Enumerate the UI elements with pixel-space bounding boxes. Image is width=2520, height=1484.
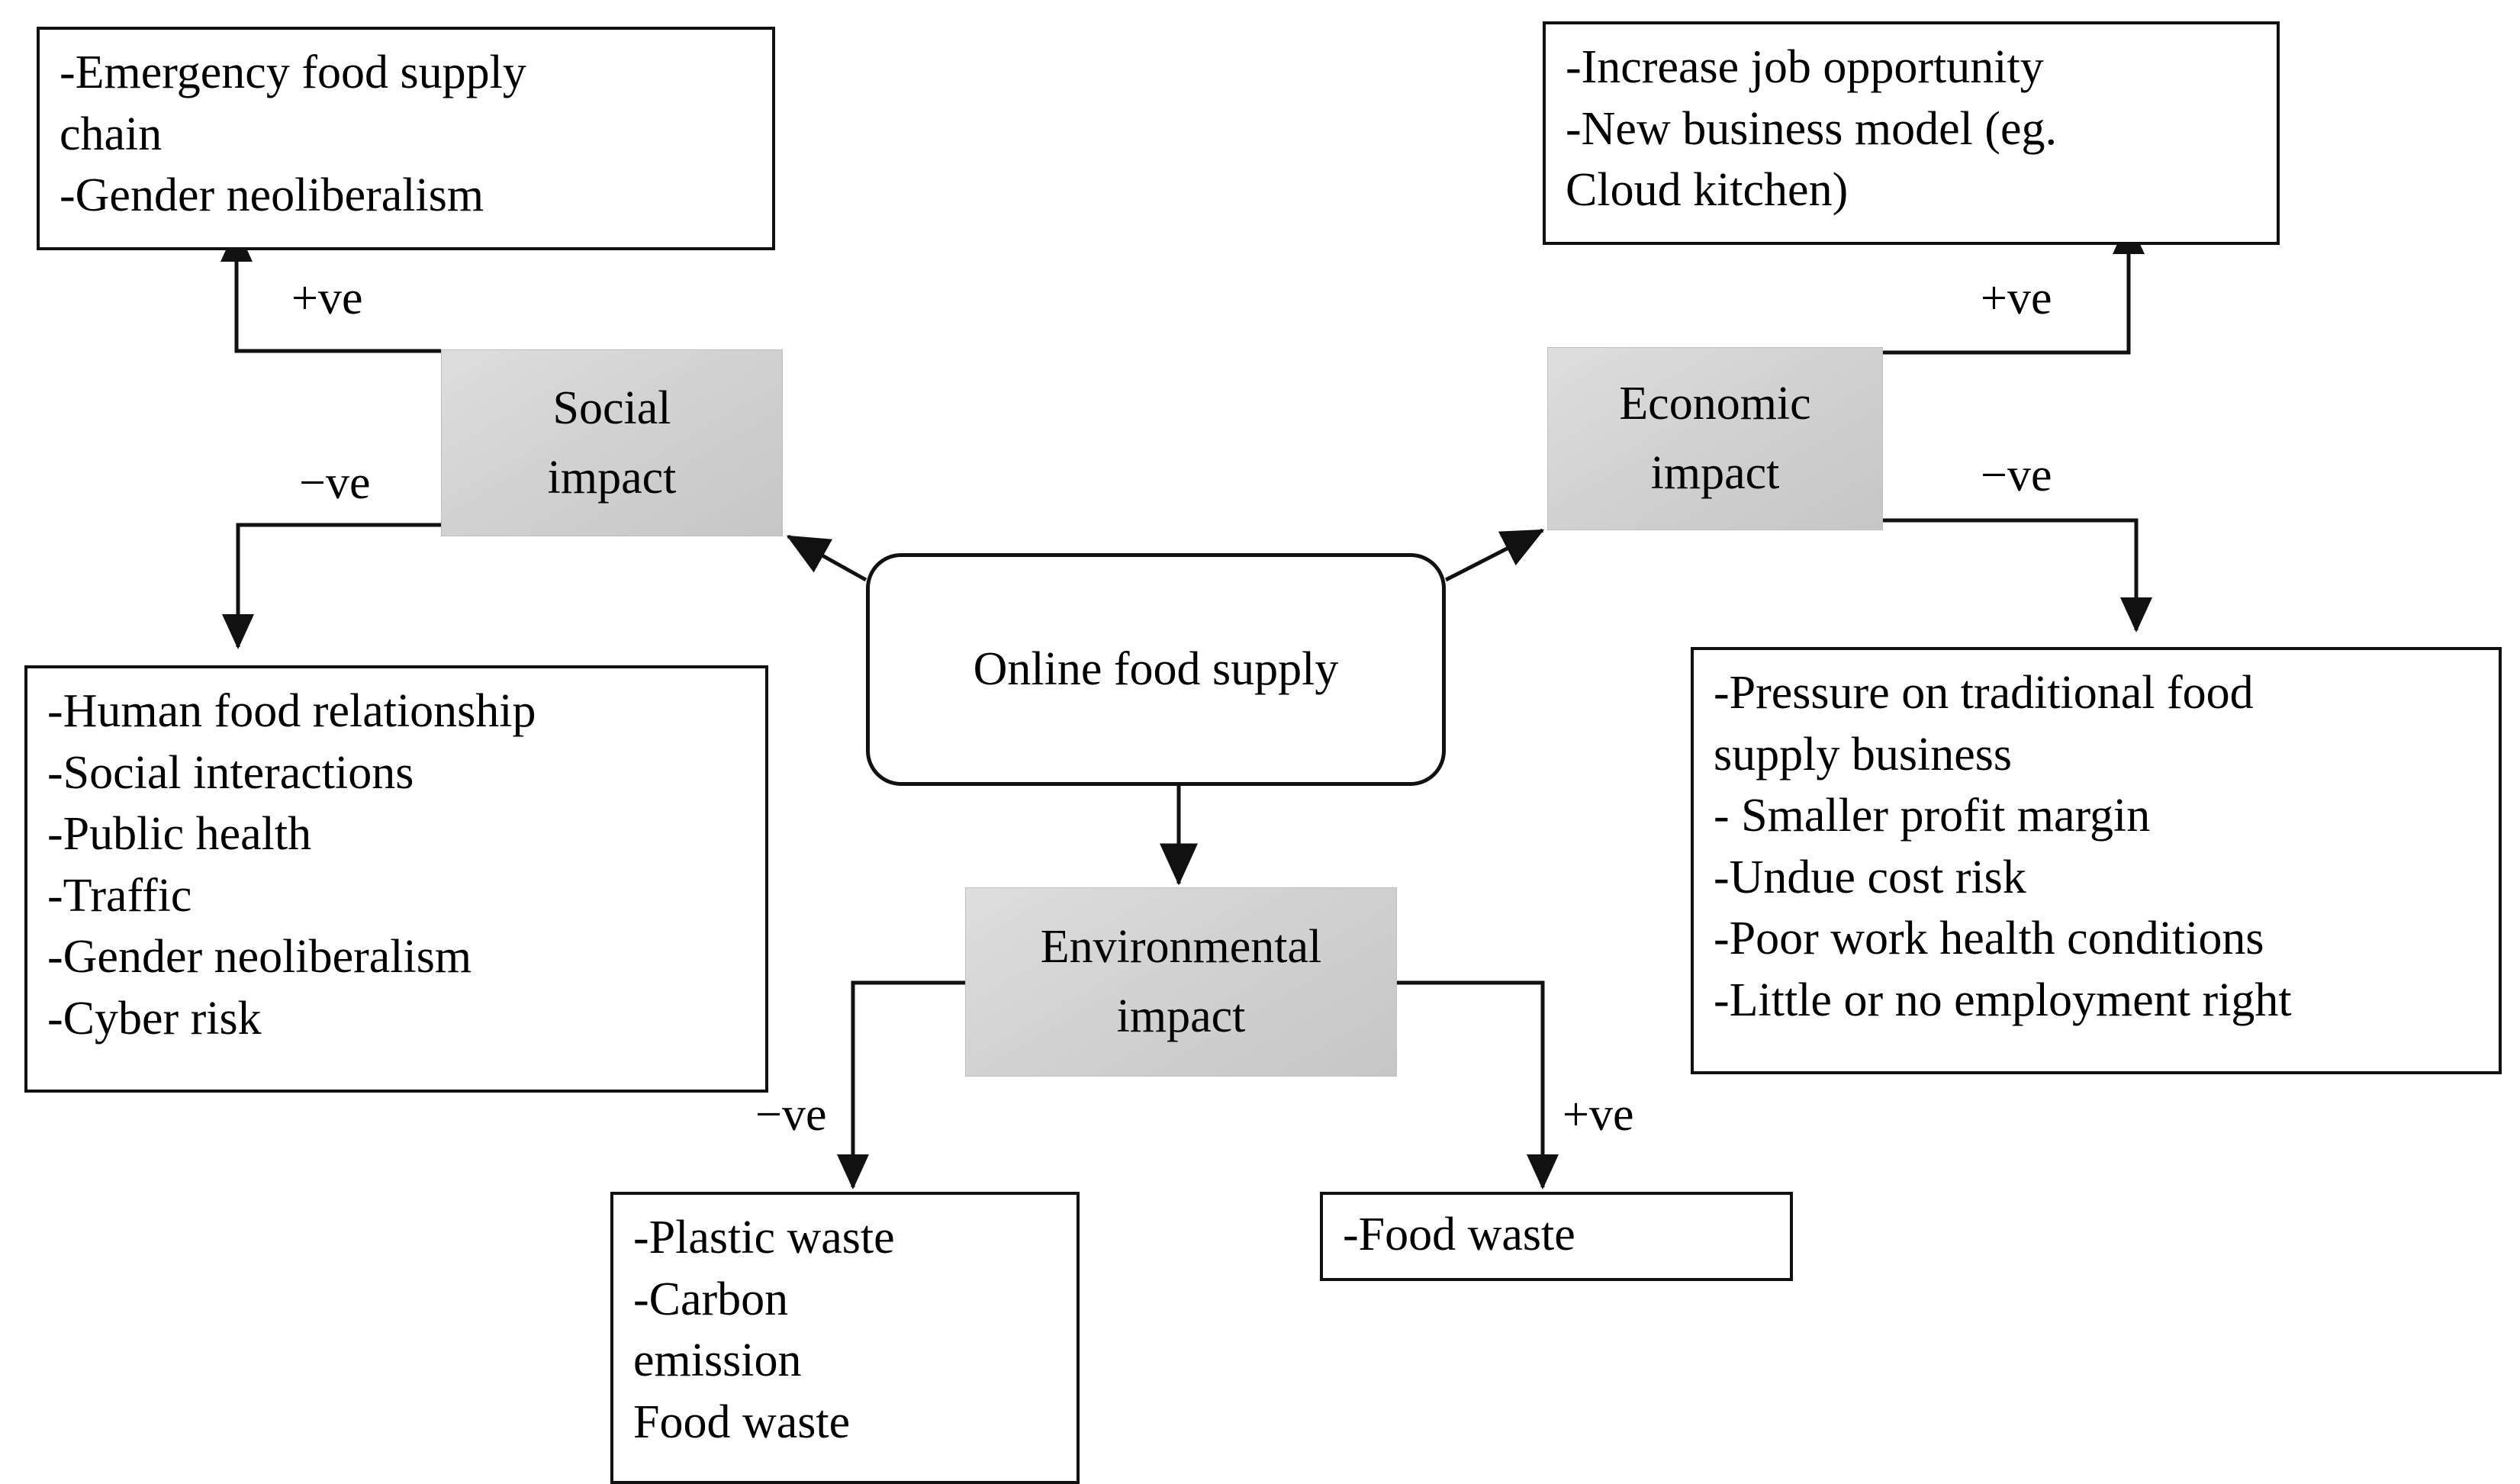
branch-label-line1: Economic — [1619, 378, 1811, 430]
outcome-box-social-negative[interactable]: -Human food relationship -Social interac… — [24, 665, 768, 1093]
branch-label-line2: impact — [1116, 990, 1246, 1042]
edge-economic-negative — [1881, 518, 2152, 633]
outcome-line: -Carbon — [633, 1273, 789, 1325]
outcome-line: emission — [633, 1334, 802, 1387]
outcome-box-environmental-negative[interactable]: -Plastic waste -Carbon emission Food was… — [610, 1192, 1080, 1484]
outcome-line: -Gender neoliberalism — [47, 931, 472, 983]
outcome-line: -Traffic — [47, 869, 192, 922]
outcome-line: -Social interactions — [47, 746, 414, 799]
branch-label-line2: impact — [547, 451, 677, 504]
outcome-line: -Little or no employment right — [1714, 974, 2292, 1026]
edge-label-economic-positive: +ve — [1981, 272, 2052, 324]
outcome-line: -Food waste — [1343, 1209, 1575, 1260]
center-node-label: Online food supply — [973, 643, 1339, 695]
edge-environmental-negative — [836, 980, 965, 1189]
outcome-line: chain — [60, 108, 163, 160]
outcome-line: -Increase job opportunity — [1566, 41, 2044, 93]
outcome-box-economic-positive[interactable]: -Increase job opportunity -New business … — [1543, 21, 2280, 245]
edge-label-environmental-negative: −ve — [755, 1089, 827, 1141]
outcome-line: -Plastic waste — [633, 1212, 895, 1263]
outcome-line: -Emergency food supply — [60, 47, 526, 98]
outcome-line: -Public health — [47, 808, 312, 861]
branch-label-line1: Environmental — [1040, 921, 1322, 974]
outcome-line: - Smaller profit margin — [1714, 790, 2151, 842]
edge-label-economic-negative: −ve — [1981, 449, 2052, 501]
edge-label-environmental-positive: +ve — [1563, 1089, 1634, 1141]
branch-label-line2: impact — [1650, 447, 1780, 499]
outcome-line: -Poor work health conditions — [1714, 913, 2264, 965]
outcome-line: -Human food relationship — [47, 685, 536, 737]
branch-economic-impact[interactable]: Economic impact — [1547, 347, 1883, 530]
edge-label-social-positive: +ve — [291, 272, 363, 324]
branch-social-impact[interactable]: Social impact — [441, 349, 783, 536]
outcome-line: -Gender neoliberalism — [60, 169, 484, 222]
outcome-line: -New business model (eg. — [1566, 102, 2057, 155]
outcome-box-economic-negative[interactable]: -Pressure on traditional food supply bus… — [1691, 647, 2502, 1074]
outcome-line: -Undue cost risk — [1714, 851, 2026, 903]
outcome-line: -Cyber risk — [47, 992, 262, 1045]
outcome-line: supply business — [1714, 728, 2012, 781]
edge-environmental-positive — [1396, 980, 1559, 1189]
edge-center-to-social — [786, 534, 867, 582]
outcome-box-social-positive[interactable]: -Emergency food supply chain -Gender neo… — [37, 27, 775, 250]
edge-label-social-negative: −ve — [299, 457, 371, 509]
outcome-line: Food waste — [633, 1395, 851, 1448]
branch-label-line1: Social — [552, 381, 671, 434]
edge-social-negative — [221, 523, 441, 649]
branch-environmental-impact[interactable]: Environmental impact — [965, 887, 1397, 1077]
center-node-online-food-supply[interactable]: Online food supply — [866, 553, 1446, 786]
edge-center-to-economic — [1444, 528, 1545, 582]
outcome-line: Cloud kitchen) — [1566, 164, 1849, 217]
outcome-line: -Pressure on traditional food — [1714, 667, 2254, 719]
outcome-box-environmental-positive[interactable]: -Food waste — [1320, 1192, 1793, 1281]
